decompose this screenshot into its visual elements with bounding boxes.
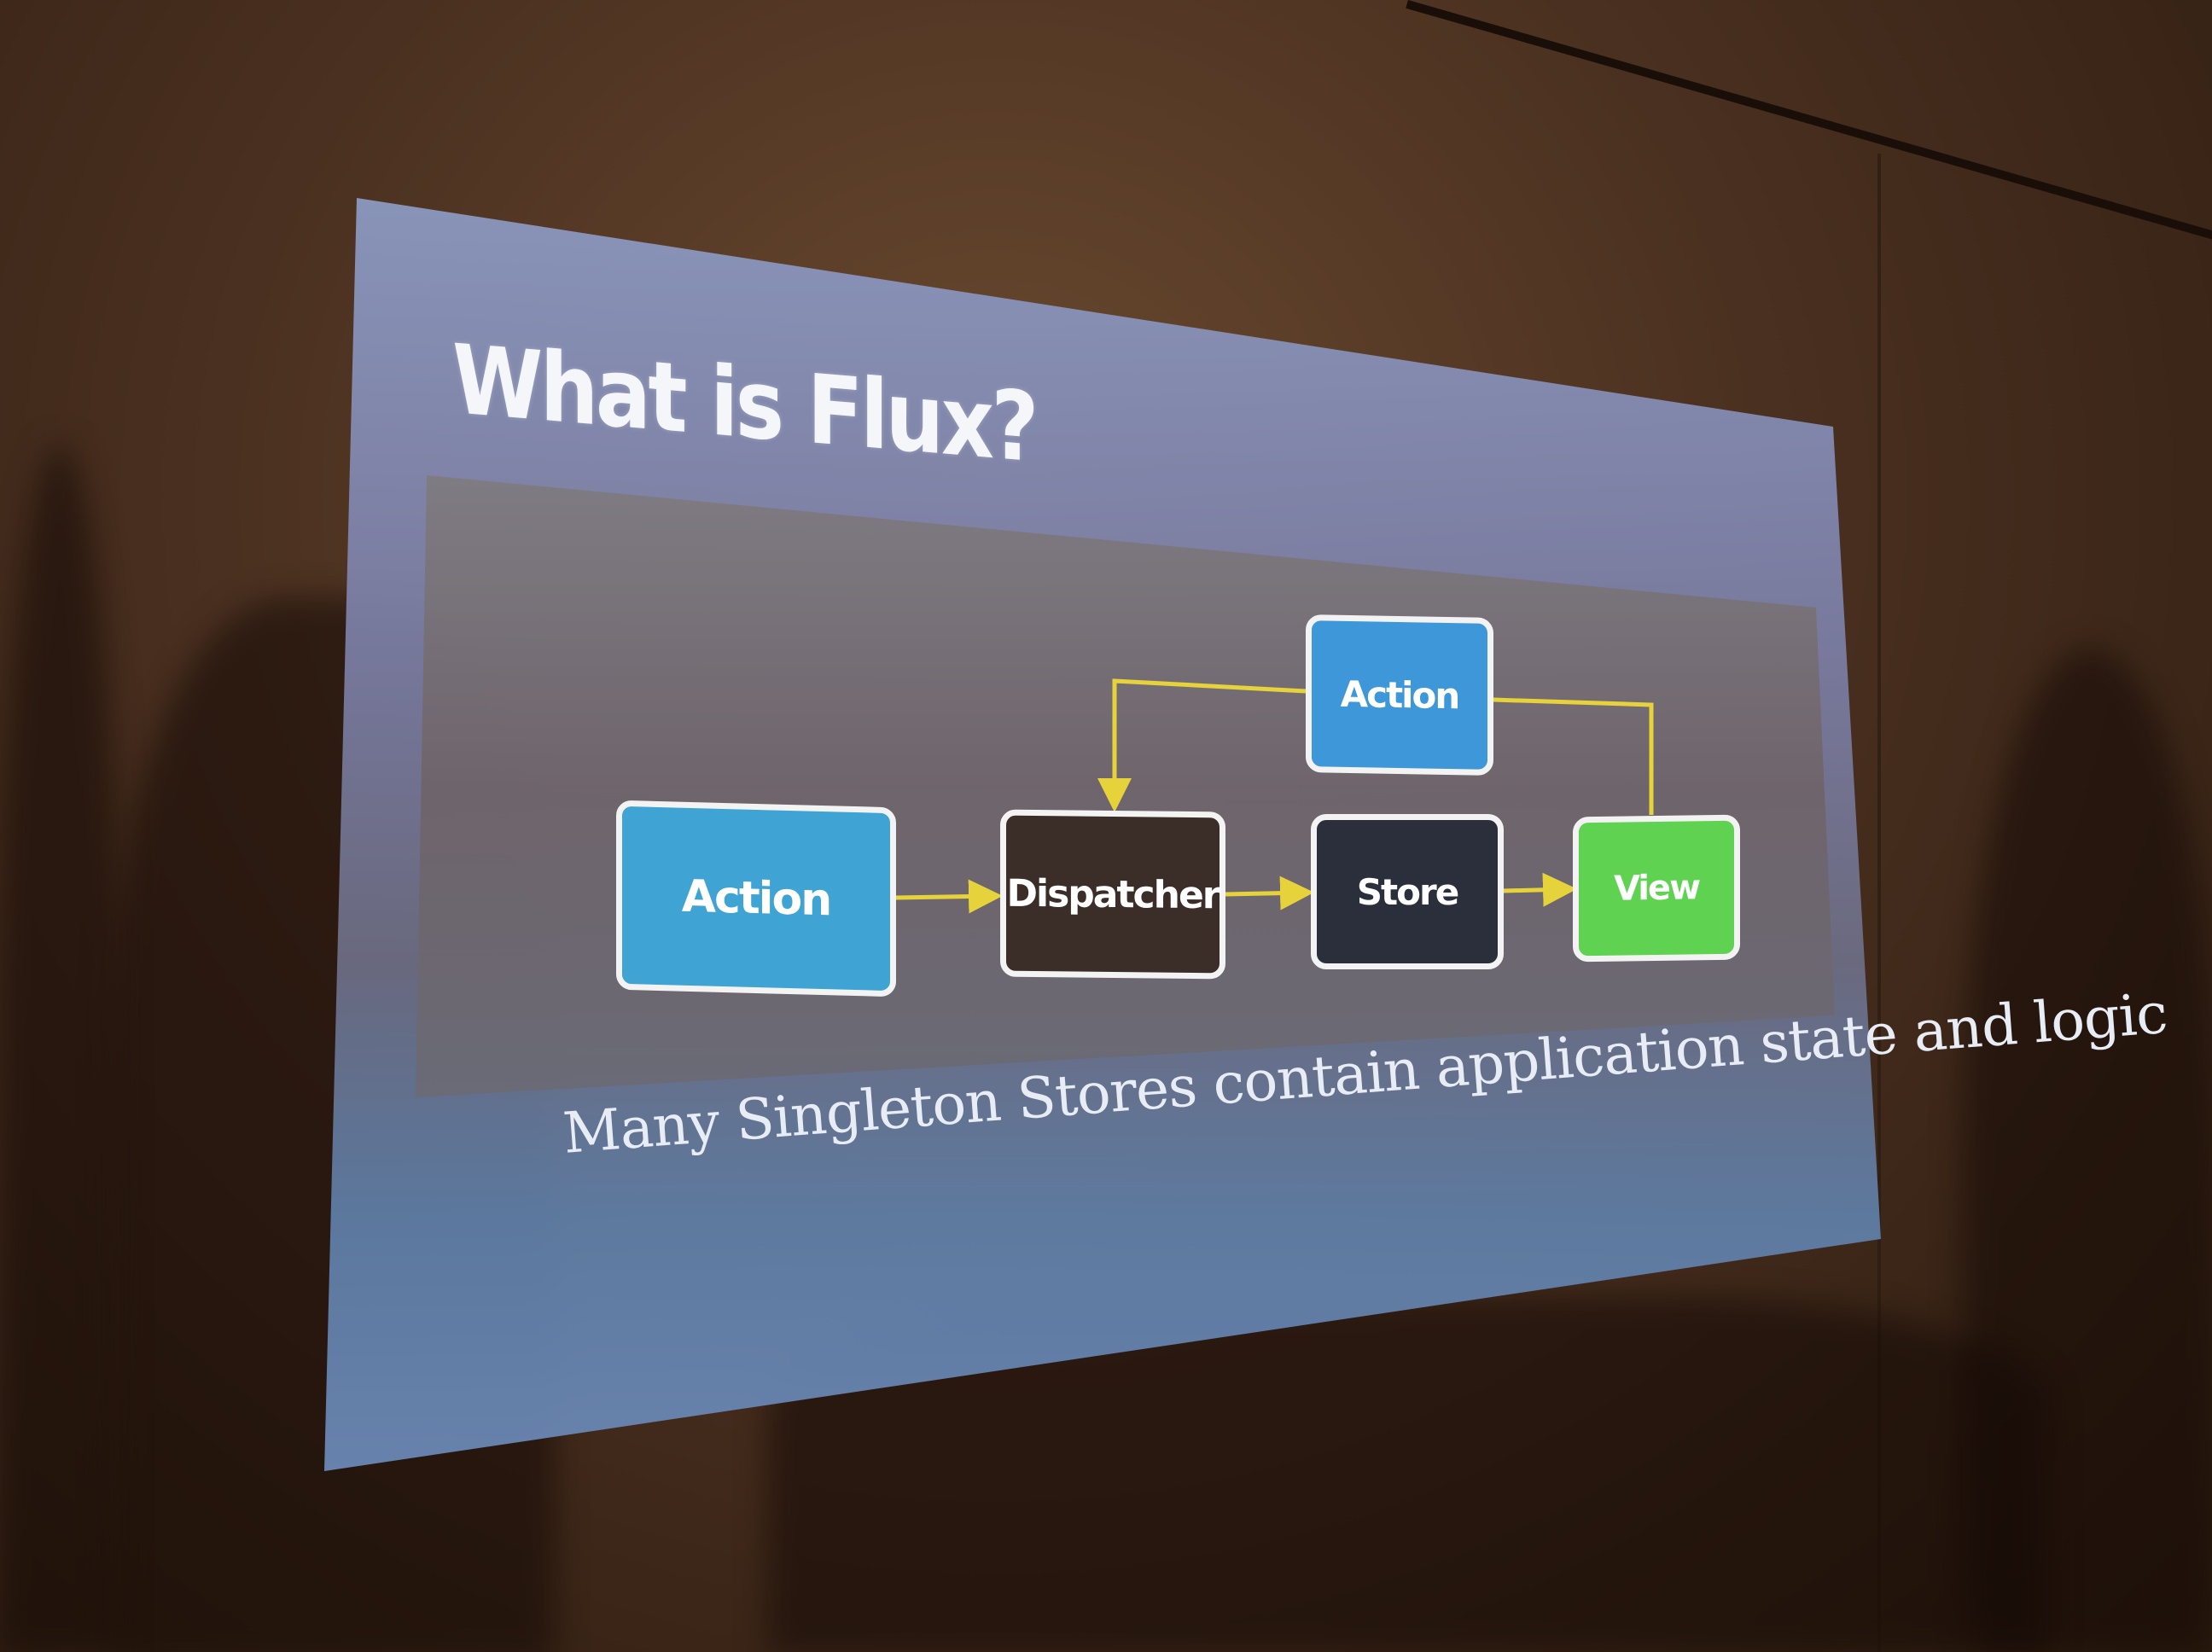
- arrow-dispatcher-to-store: [1225, 875, 1314, 910]
- arrow-action-top-to-dispatcher: [1097, 678, 1307, 812]
- diagram-node-action-main: Action: [616, 800, 896, 998]
- arrow-action-to-dispatcher: [895, 879, 1003, 914]
- diagram-node-store: Store: [1311, 814, 1504, 969]
- arrow-view-to-action-top: [1493, 697, 1654, 815]
- audience-shadow-left-head: [0, 444, 119, 1652]
- diagram-connectors: [895, 678, 1654, 914]
- diagram-node-view: View: [1573, 814, 1740, 963]
- diagram-node-action-top: Action: [1306, 614, 1493, 776]
- wall-seam: [1877, 154, 1881, 1652]
- arrow-store-to-view: [1503, 872, 1577, 907]
- diagram-node-dispatcher: Dispatcher: [1000, 809, 1225, 980]
